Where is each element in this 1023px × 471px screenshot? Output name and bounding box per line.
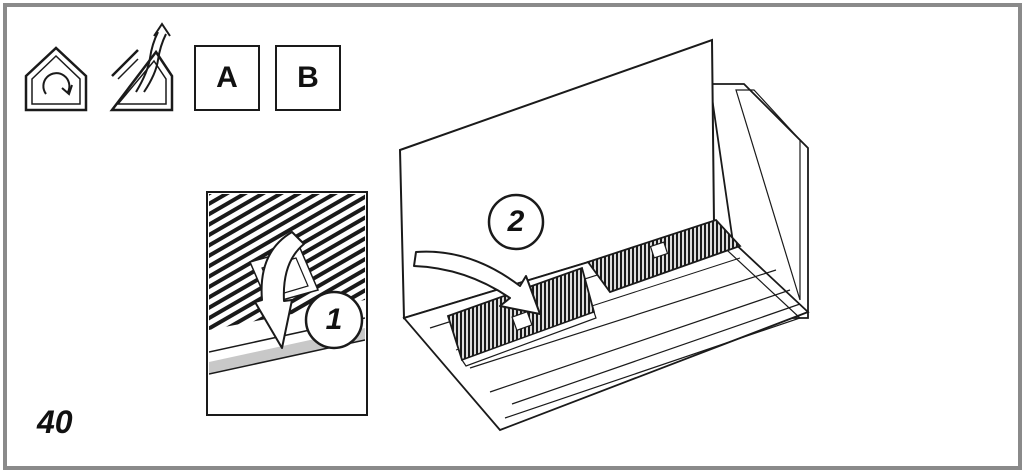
step-1-label: 1 [325,303,343,336]
recirculation-mode-icon [22,42,90,114]
extraction-mode-icon [108,22,176,114]
mode-letter-a: A [194,45,260,111]
step-2-arrow [413,250,541,315]
detail-inset [206,191,368,416]
mode-letter-b: B [275,45,341,111]
hood-body [398,38,810,432]
figure-number: 40 [37,404,73,440]
step-2-label: 2 [507,205,525,238]
